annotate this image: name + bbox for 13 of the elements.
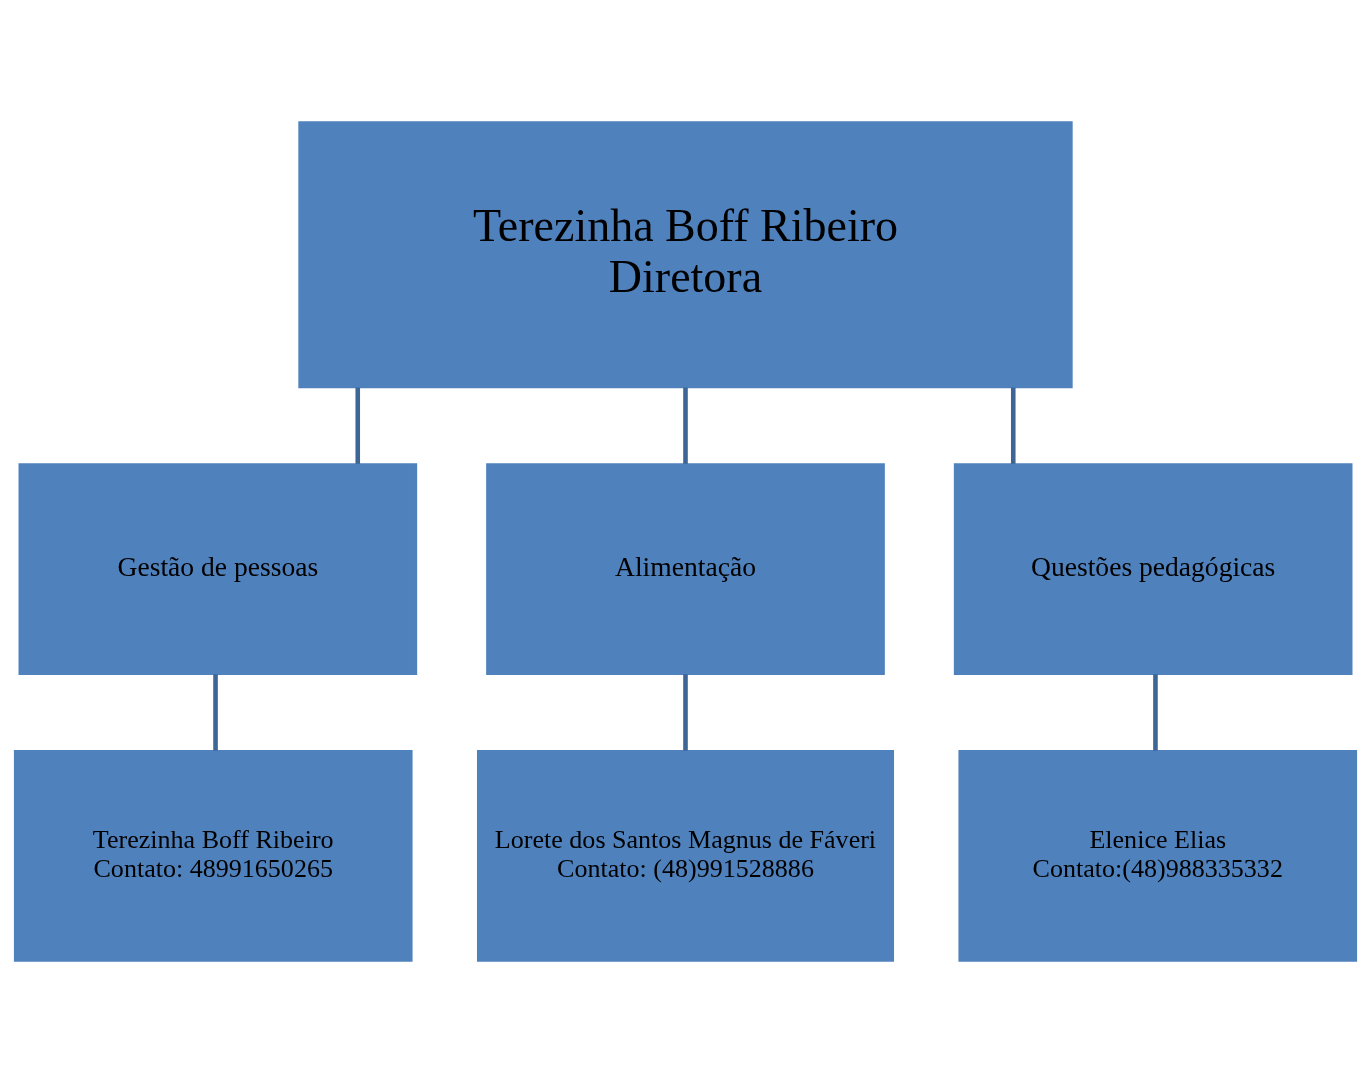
node-box: Terezinha Boff Ribeiro Diretora: [298, 120, 1073, 388]
connector: [1010, 387, 1016, 464]
connector: [683, 673, 688, 751]
connector: [355, 387, 361, 464]
node-box: Elenice Elias Contato:(48)988335332: [958, 749, 1358, 962]
node-box: Alimentação: [486, 462, 885, 675]
node-box: Lorete dos Santos Magnus de Fáveri Contato: (48)991528886: [476, 749, 895, 962]
node-box: Gestão de pessoas: [18, 462, 418, 675]
node-box: Terezinha Boff Ribeiro Contato: 48991650265: [13, 749, 413, 962]
connector: [213, 673, 218, 751]
connector: [1153, 673, 1158, 751]
node-box: Questões pedagógicas: [953, 462, 1353, 675]
connector: [683, 387, 688, 464]
